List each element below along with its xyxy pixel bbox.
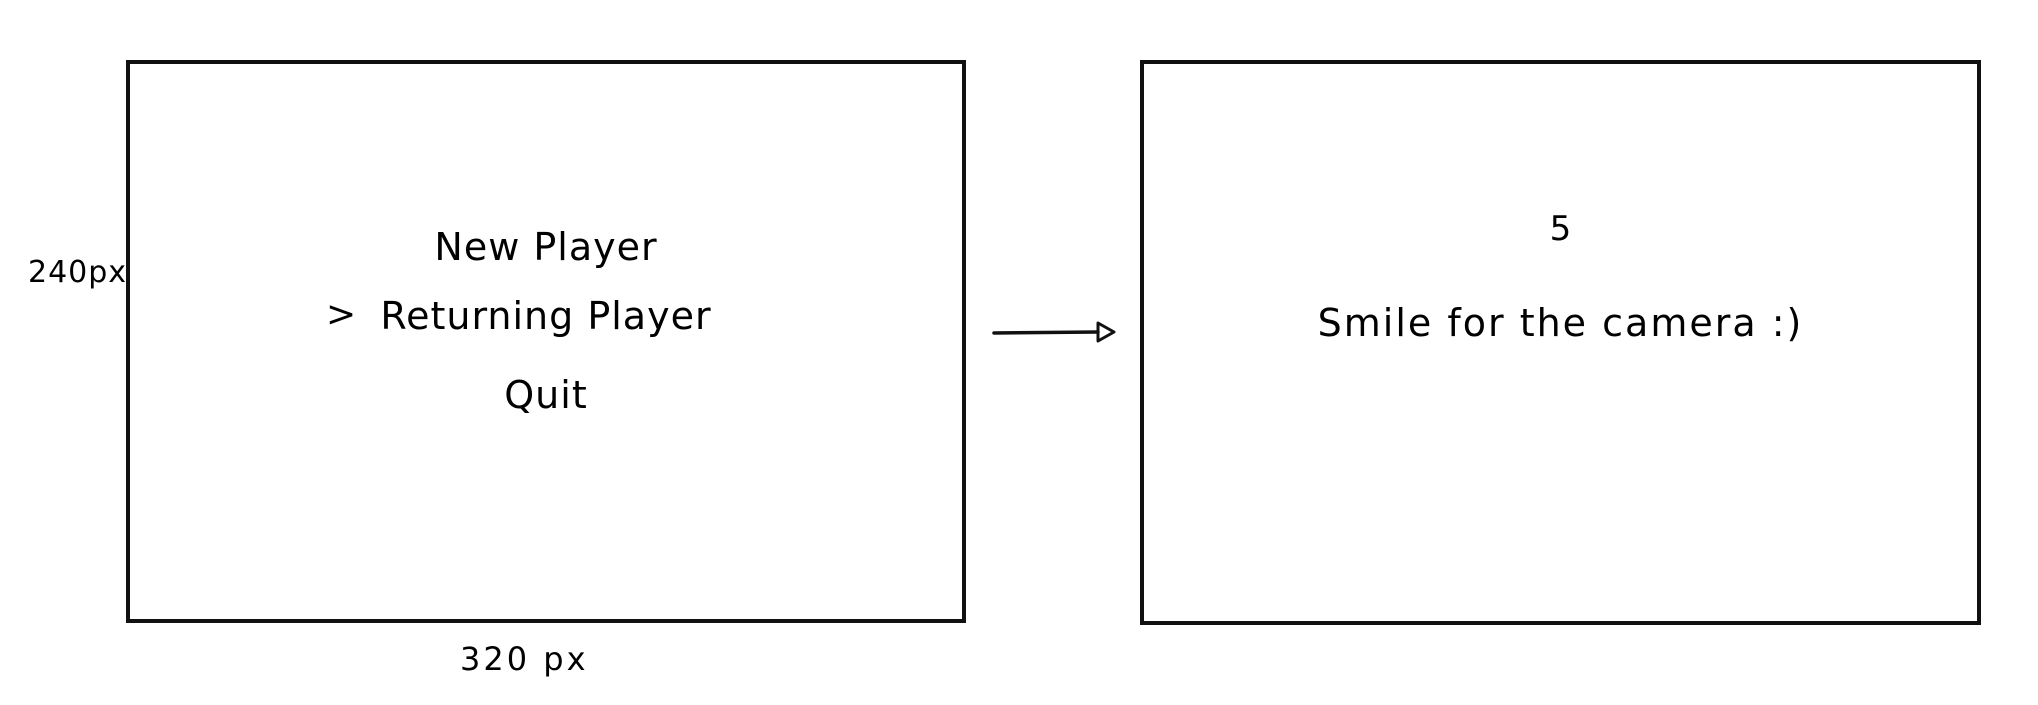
menu-item-quit[interactable]: Quit [504, 373, 588, 417]
menu-item-new-player[interactable]: New Player [434, 225, 658, 269]
flow-arrow-icon [992, 321, 1116, 343]
width-dimension-label: 320 px [460, 640, 589, 678]
selection-cursor-icon: > [326, 294, 357, 335]
menu-item-returning-player[interactable]: Returning Player [380, 294, 712, 338]
camera-screen-frame: 5 Smile for the camera :) [1140, 60, 1981, 625]
menu-screen-frame: > New Player Returning Player Quit [126, 60, 966, 623]
height-dimension-label: 240px [28, 255, 128, 290]
camera-prompt-message: Smile for the camera :) [1317, 301, 1804, 345]
countdown-number: 5 [1549, 209, 1572, 249]
